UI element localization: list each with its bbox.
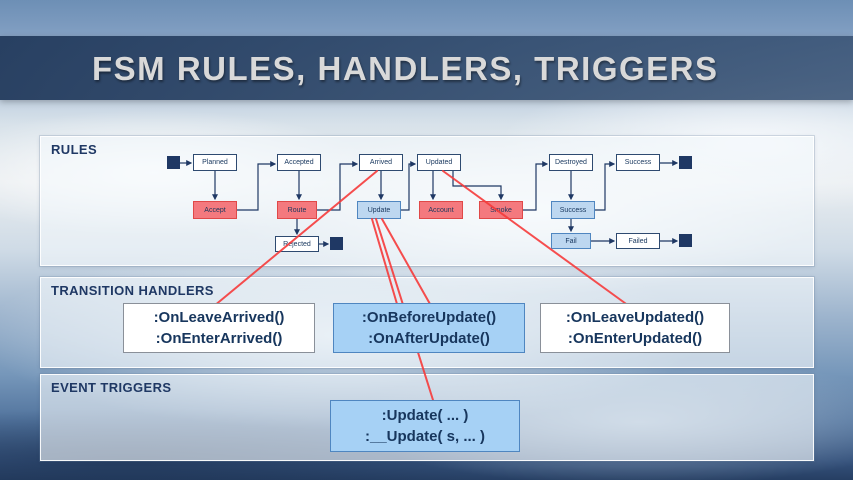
rule-fail: Fail [551,233,591,249]
rule-accept: Accept [193,201,237,219]
trigger-line: :Update( ... ) [381,407,469,424]
handler-line: :OnLeaveArrived() [153,309,285,326]
handler-box-arrived: :OnLeaveArrived() :OnEnterArrived() [123,303,315,353]
slide-title: FSM RULES, HANDLERS, TRIGGERS [92,50,719,87]
handler-line: :OnAfterUpdate() [368,330,490,347]
transition-handlers-label: TRANSITION HANDLERS [51,283,214,298]
state-accepted: Accepted [277,154,321,171]
state-planned: Planned [193,154,237,171]
event-triggers-label: EVENT TRIGGERS [51,380,172,395]
state-failed: Failed [616,233,660,249]
trigger-box-update: :Update( ... ) :__Update( s, ... ) [330,400,520,452]
handler-box-update: :OnBeforeUpdate() :OnAfterUpdate() [333,303,525,353]
handler-box-updated: :OnLeaveUpdated() :OnEnterUpdated() [540,303,730,353]
handler-line: :OnEnterArrived() [155,330,283,347]
rule-route: Route [277,201,317,219]
state-updated: Updated [417,154,461,171]
state-destroyed: Destroyed [549,154,593,171]
handler-line: :OnBeforeUpdate() [361,309,497,326]
end-node-square-success [679,156,692,169]
trigger-line: :__Update( s, ... ) [364,428,486,445]
handler-line: :OnEnterUpdated() [567,330,703,347]
state-arrived: Arrived [359,154,403,171]
rule-success: Success [551,201,595,219]
rule-smoke: Smoke [479,201,523,219]
start-node-square [167,156,180,169]
rule-account: Account [419,201,463,219]
handler-line: :OnLeaveUpdated() [565,309,705,326]
state-rejected: Rejected [275,236,319,252]
end-node-square-rejected [330,237,343,250]
title-band: FSM RULES, HANDLERS, TRIGGERS [0,36,853,100]
rule-update: Update [357,201,401,219]
end-node-square-failed [679,234,692,247]
state-success: Success [616,154,660,171]
rules-panel-label: RULES [51,142,98,157]
